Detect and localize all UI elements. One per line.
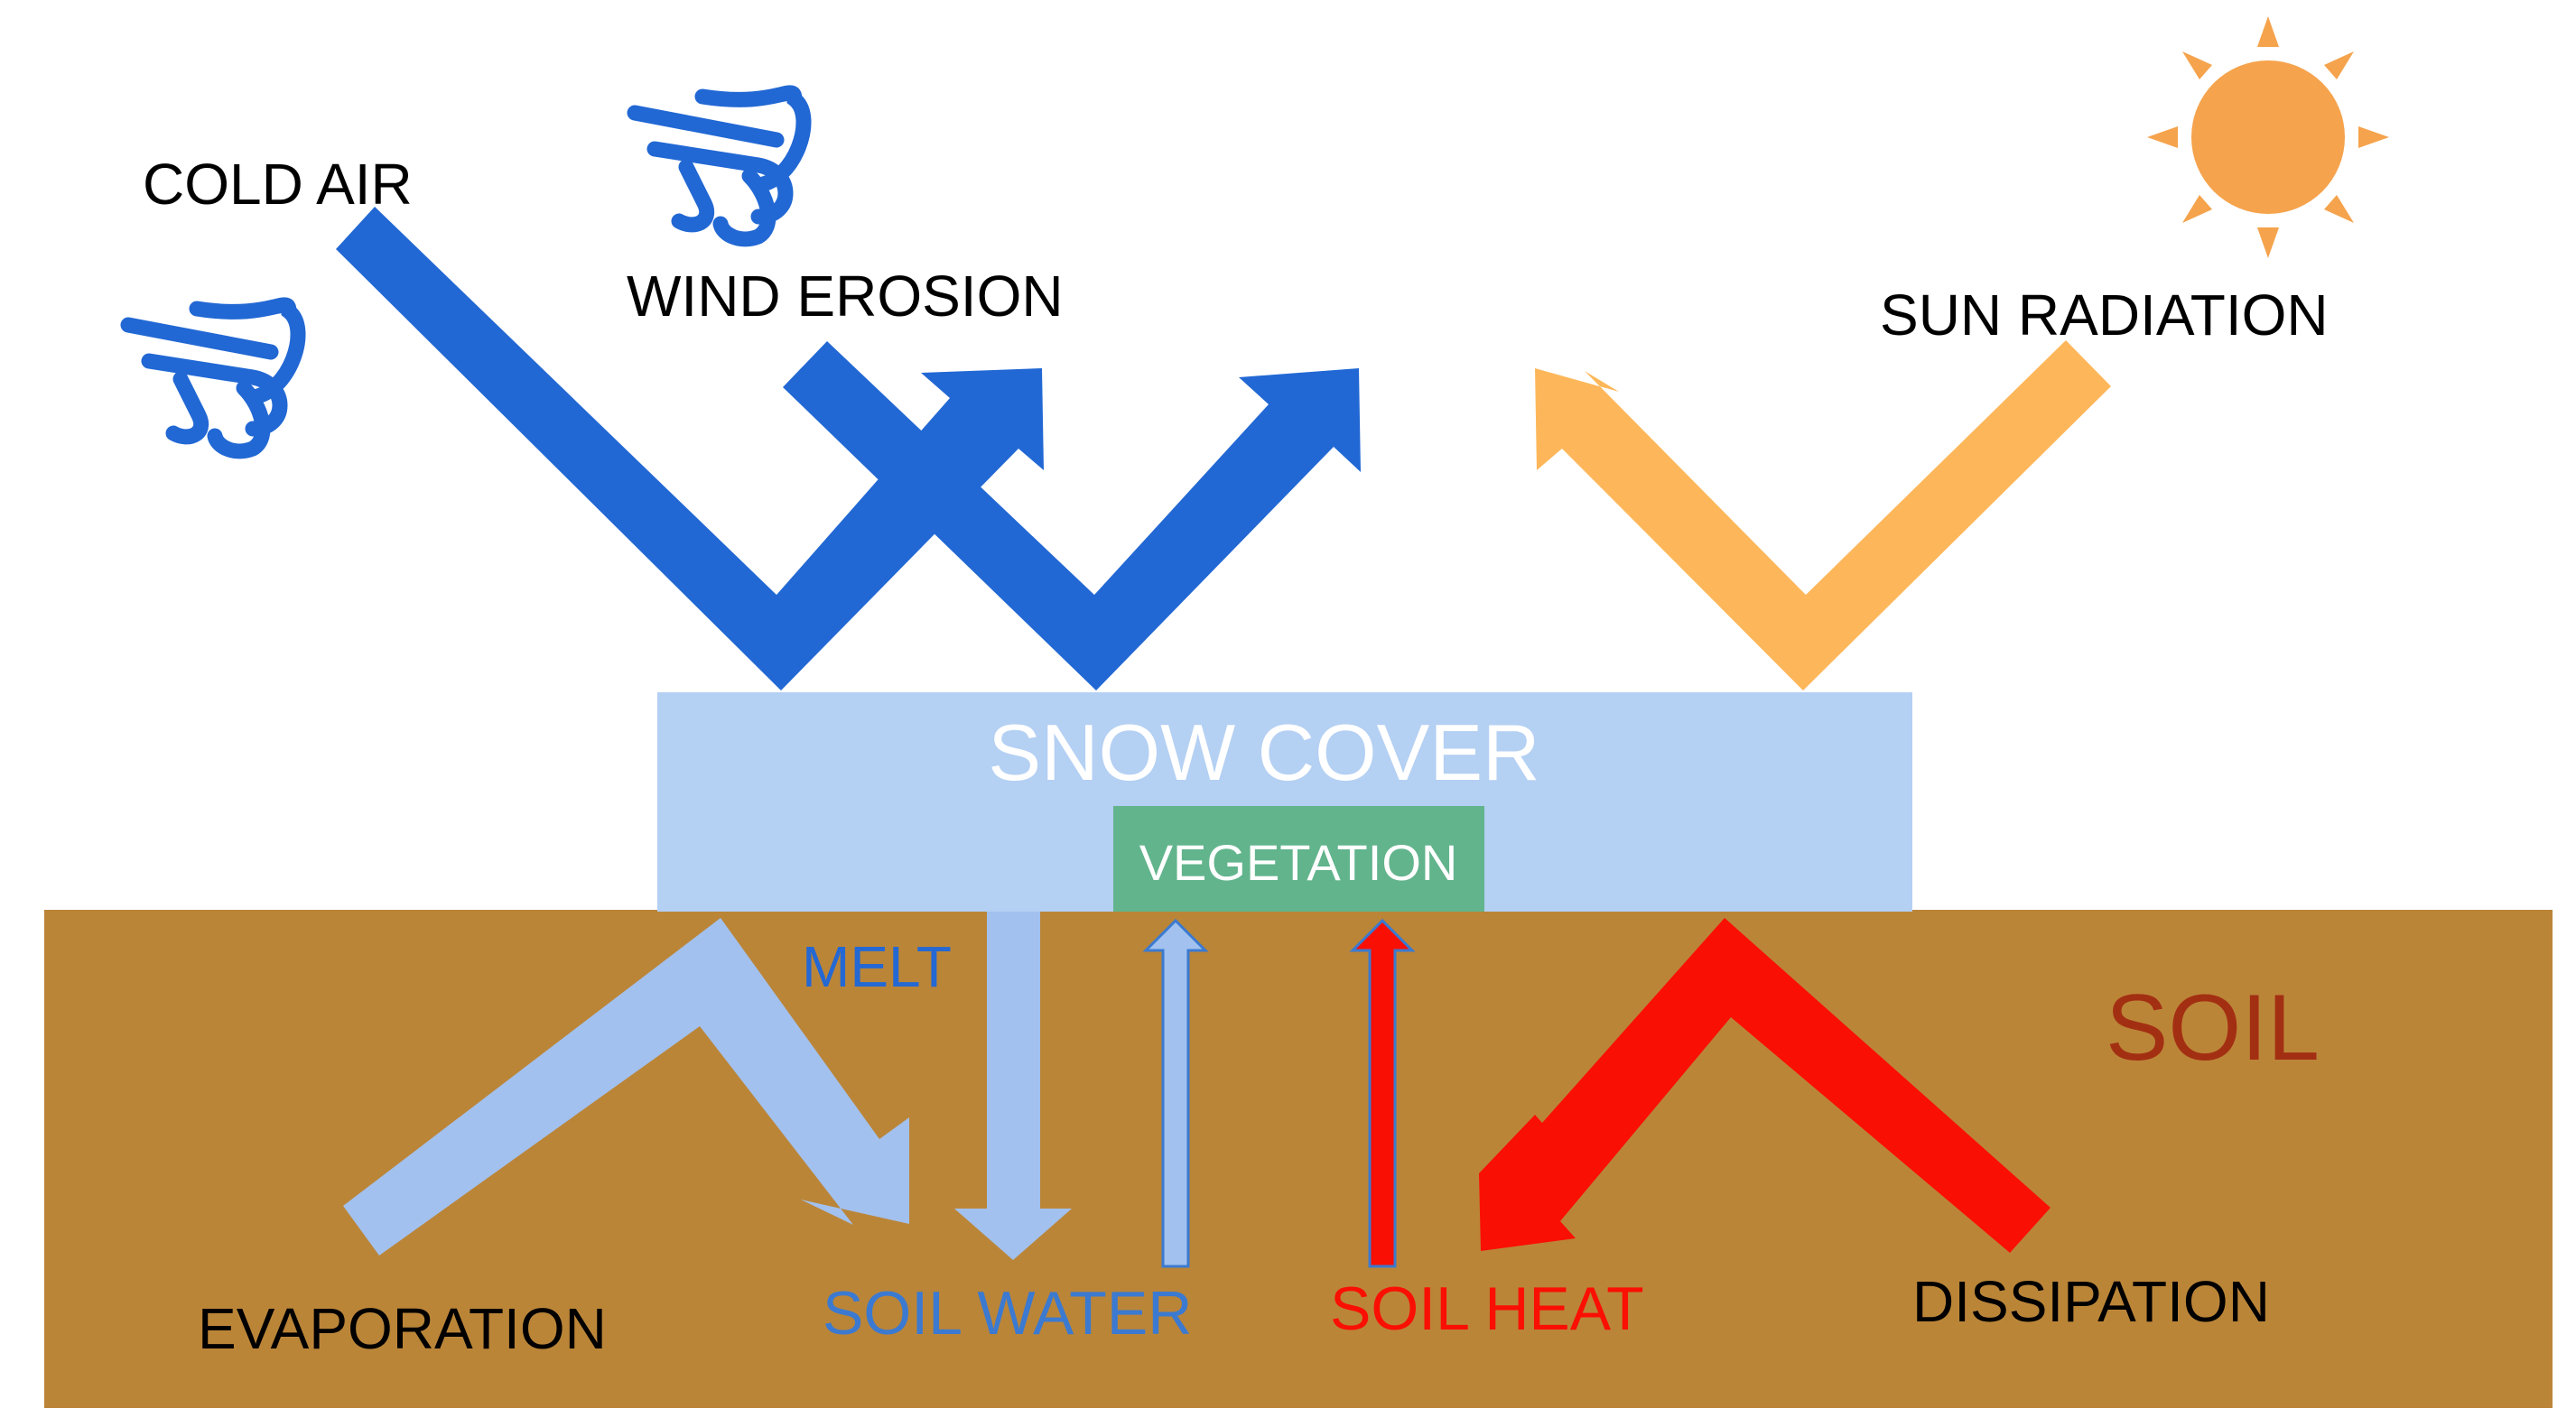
dissipation-arrow xyxy=(1479,918,2051,1253)
vegetation-label: VEGETATION xyxy=(1139,834,1458,891)
evaporation-label: EVAPORATION xyxy=(198,1296,607,1361)
wind-icon xyxy=(120,297,306,459)
dissipation-label: DISSIPATION xyxy=(1912,1269,2270,1334)
sun-icon xyxy=(2147,16,2389,258)
snow-cover-label: SNOW COVER xyxy=(988,708,1539,797)
water-uptake-arrow xyxy=(1142,918,1209,1268)
cold-air-arrow xyxy=(336,207,1044,690)
vegetation-box xyxy=(1113,806,1484,912)
evaporation-arrow xyxy=(343,918,909,1256)
heat-uptake-arrow xyxy=(1349,918,1416,1268)
sun-radiation-label: SUN RADIATION xyxy=(1880,283,2329,347)
sun-radiation-arrow xyxy=(1535,340,2111,690)
soil-water-label: SOIL WATER xyxy=(823,1279,1192,1348)
wind-icon xyxy=(627,85,812,247)
melt-arrow xyxy=(954,912,1072,1260)
wind-erosion-label: WIND EROSION xyxy=(627,264,1064,329)
soil-label: SOIL xyxy=(2106,976,2320,1080)
soil-heat-label: SOIL HEAT xyxy=(1330,1274,1644,1343)
melt-label: MELT xyxy=(802,934,952,999)
wind-erosion-arrow xyxy=(783,341,1361,690)
cold-air-label: COLD AIR xyxy=(143,152,413,217)
